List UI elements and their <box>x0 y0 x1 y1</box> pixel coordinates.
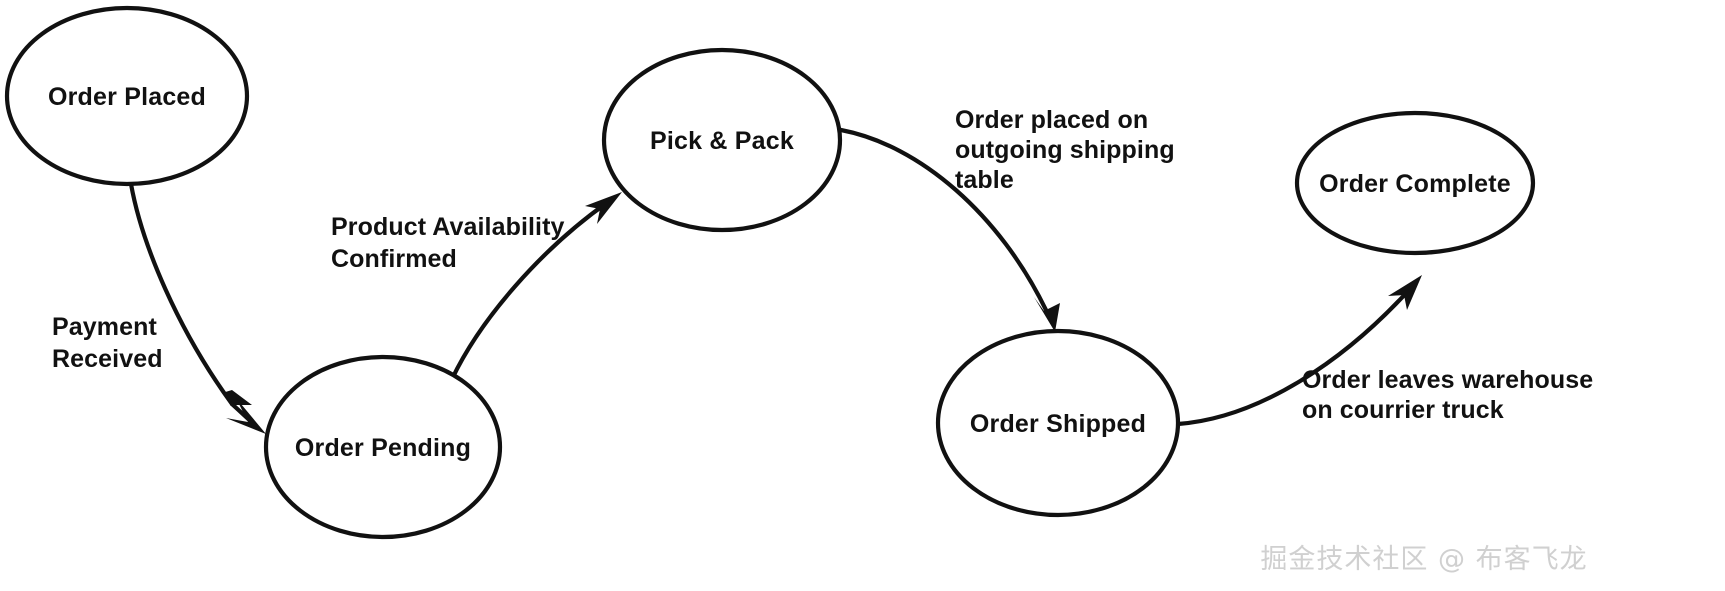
node-order-pending-label: Order Pending <box>295 434 471 462</box>
node-order-placed-shape <box>4 5 250 187</box>
edge-order-placed-on-outgoing-shipping-table[interactable] <box>838 127 1060 332</box>
edge-label-order-placed-on-outgoing-shipping-table: Order placed on outgoing shipping table <box>955 106 1182 194</box>
node-order-placed-label: Order Placed <box>48 83 206 111</box>
edge-label-outgoing-shipping-line-2: outgoing shipping <box>955 136 1175 164</box>
node-order-shipped-label: Order Shipped <box>970 410 1146 438</box>
watermark: 掘金技术社区 @ 布客飞龙 <box>1260 544 1587 575</box>
node-order-pending[interactable]: Order Pending <box>263 354 503 540</box>
edge-label-payment-received: Payment Received <box>52 313 164 373</box>
edge-label-payment-received-line-2: Received <box>52 345 163 373</box>
node-order-complete[interactable]: Order Complete <box>1294 110 1536 256</box>
edge-label-outgoing-shipping-line-1: Order placed on <box>955 106 1148 134</box>
edge-payment-received-arrowhead <box>222 390 252 411</box>
node-pick-pack[interactable]: Pick & Pack <box>601 47 843 233</box>
edge-payment-received[interactable] <box>128 181 266 434</box>
svg-text:Order placed on outgoi: Order placed on outgoing shipping table <box>955 106 1182 194</box>
edge-label-order-leaves-warehouse-line-1: Order leaves warehouse <box>1302 366 1593 394</box>
node-order-placed[interactable]: Order Placed <box>4 5 250 187</box>
edge-label-product-availability-confirmed-line-1: Product Availability <box>331 213 565 241</box>
edge-label-outgoing-shipping-line-3: table <box>955 166 1014 194</box>
edge-product-availability-confirmed-arrowhead <box>585 192 622 224</box>
edge-label-payment-received-line-1: Payment <box>52 313 157 341</box>
node-order-complete-shape <box>1294 110 1536 256</box>
edge-order-leaves-warehouse-path <box>1175 287 1412 427</box>
edge-product-availability-confirmed-path <box>449 199 611 382</box>
edge-product-availability-confirmed[interactable] <box>449 192 622 382</box>
node-order-shipped[interactable]: Order Shipped <box>935 328 1181 518</box>
edge-label-order-leaves-warehouse: Order leaves warehouse on courrier truck <box>1302 366 1600 424</box>
edge-payment-received-tip <box>226 398 266 434</box>
edge-order-placed-on-outgoing-shipping-table-path <box>838 127 1049 313</box>
node-pick-pack-label: Pick & Pack <box>650 127 794 155</box>
edge-label-order-leaves-warehouse-line-2: on courrier truck <box>1302 396 1504 424</box>
node-order-complete-label: Order Complete <box>1319 170 1511 198</box>
edge-payment-received-path <box>128 181 235 407</box>
svg-text:Payment Received: Payment Received <box>52 313 164 373</box>
svg-text:Product Availability C: Product Availability Confirmed <box>331 213 572 273</box>
svg-text:Order leaves warehouse: Order leaves warehouse on courrier truck <box>1302 366 1600 424</box>
edge-order-placed-on-outgoing-shipping-table-arrowhead <box>1034 297 1060 332</box>
node-order-shipped-shape <box>935 328 1181 518</box>
edge-label-product-availability-confirmed-line-2: Confirmed <box>331 245 457 273</box>
edge-label-product-availability-confirmed: Product Availability Confirmed <box>331 213 572 273</box>
node-order-pending-shape <box>263 354 503 540</box>
node-pick-pack-shape <box>601 47 843 233</box>
edge-order-leaves-warehouse[interactable] <box>1175 275 1422 427</box>
edge-order-leaves-warehouse-arrowhead <box>1388 275 1422 310</box>
